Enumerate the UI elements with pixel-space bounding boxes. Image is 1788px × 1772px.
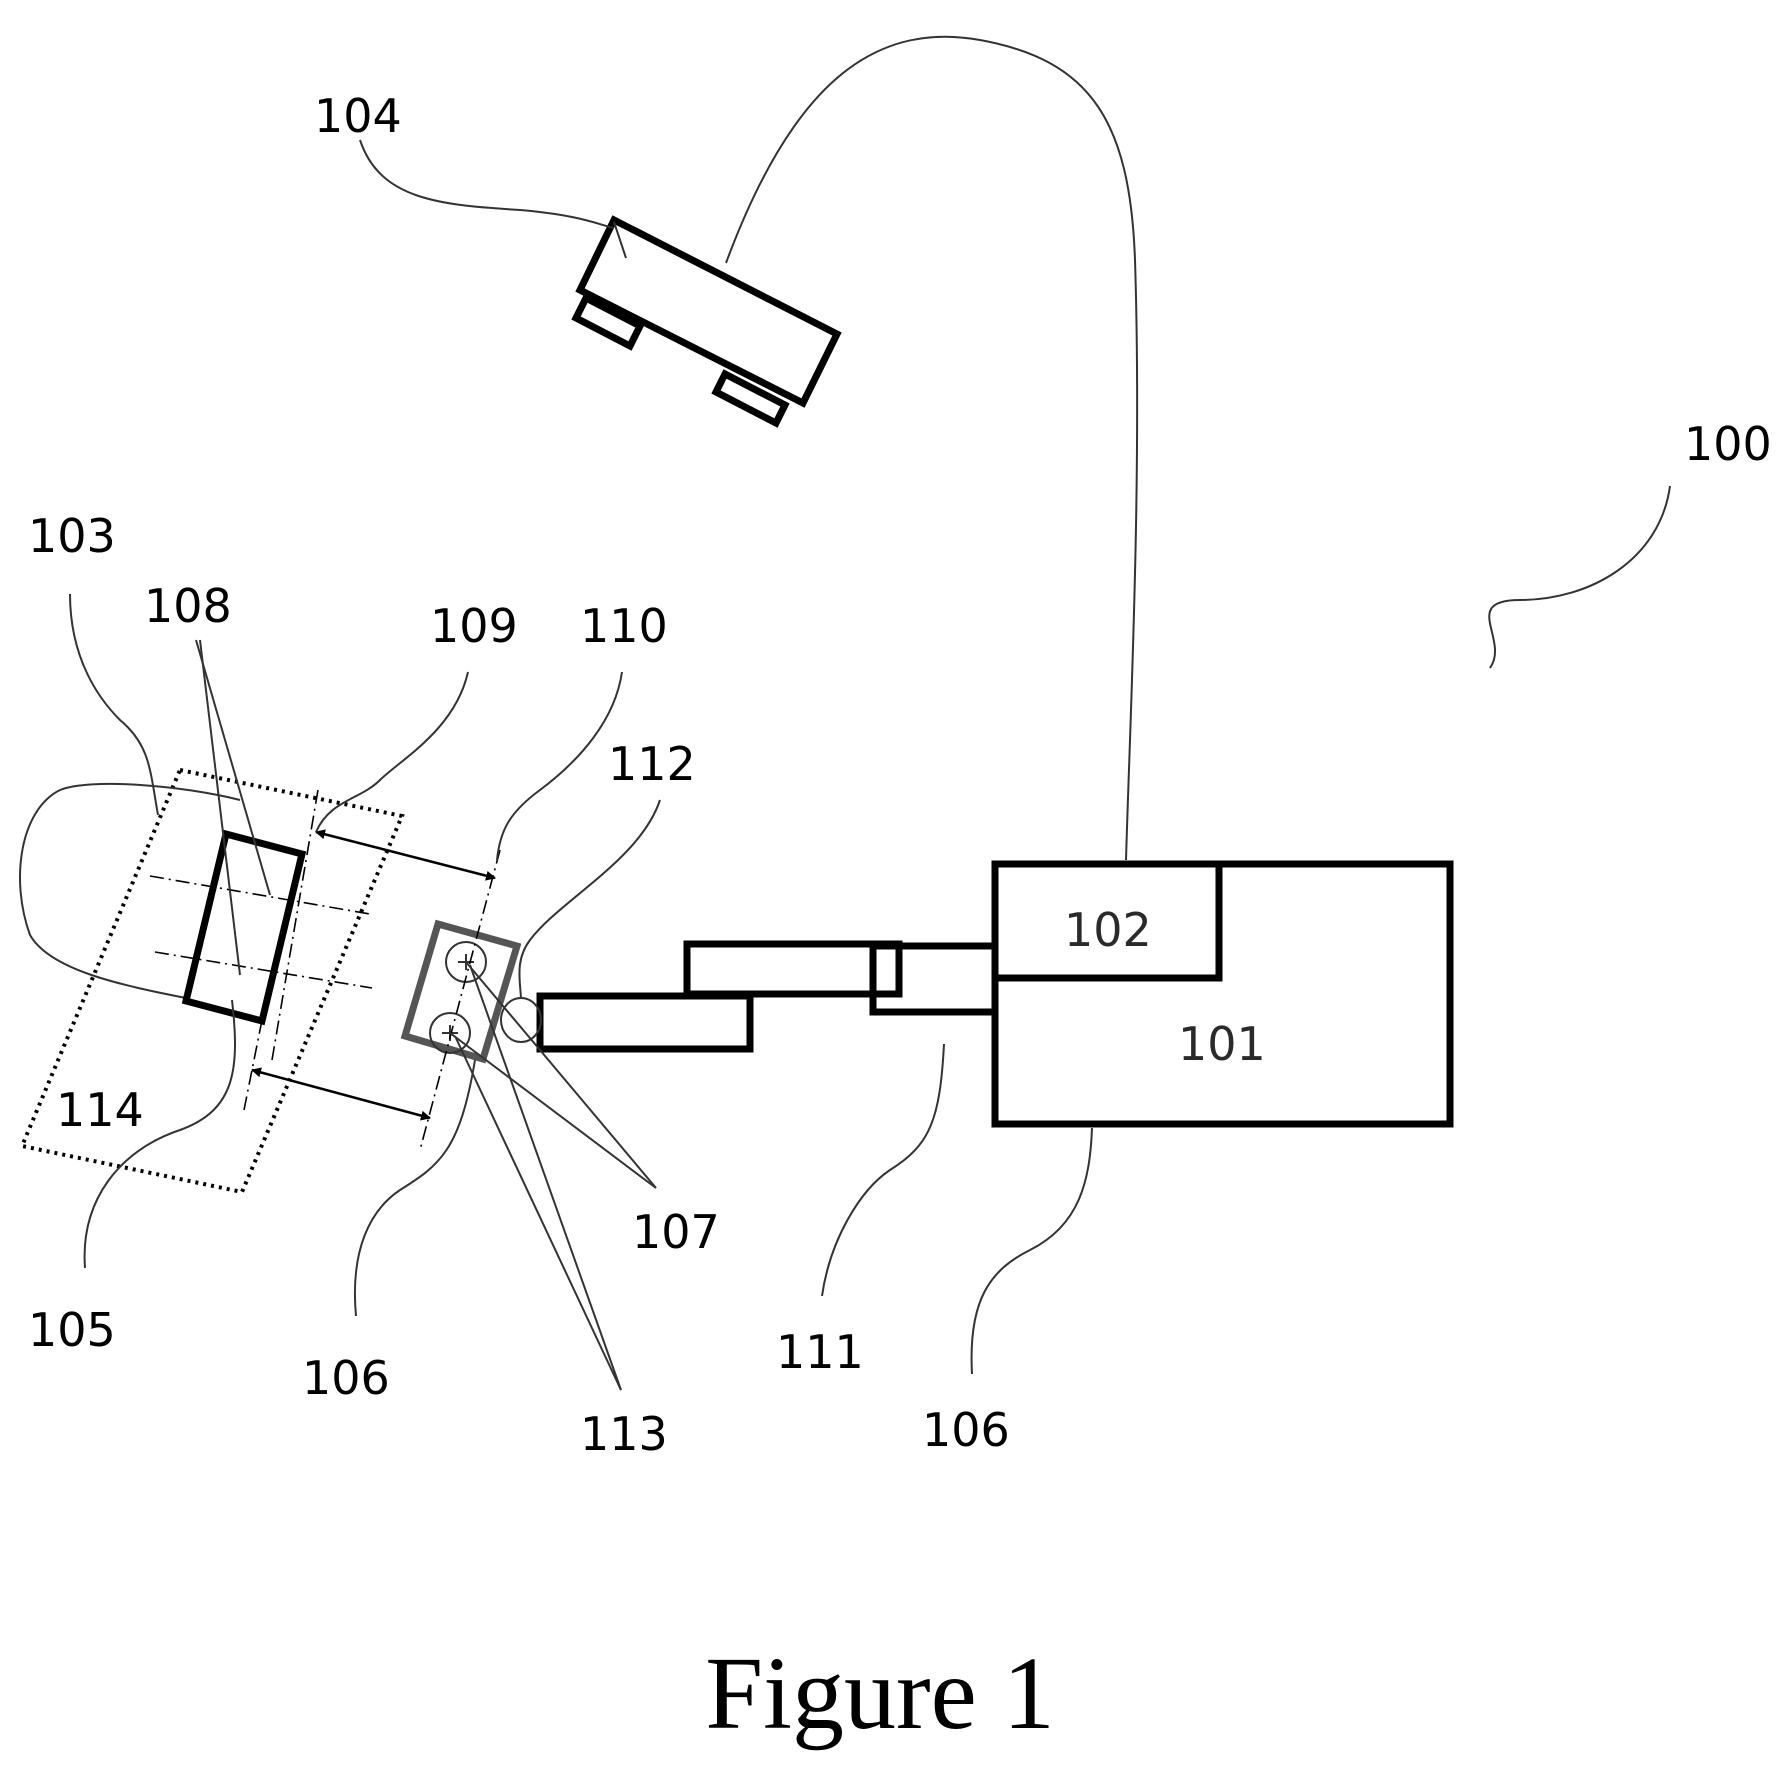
label-103: 103 [28, 509, 116, 563]
target-105 [186, 834, 302, 1021]
probe-110 [405, 924, 517, 1059]
label-106-right: 106 [922, 1403, 1010, 1457]
label-112: 112 [608, 737, 696, 791]
robot-arm [540, 944, 995, 1049]
label-113: 113 [580, 1407, 668, 1461]
label-104: 104 [314, 89, 402, 143]
distance-arrow-upper [316, 832, 495, 878]
label-106-left: 106 [302, 1351, 390, 1405]
label-109: 109 [430, 599, 518, 653]
label-111: 111 [776, 1325, 864, 1379]
label-114: 114 [56, 1083, 144, 1137]
label-100: 100 [1684, 417, 1772, 471]
label-108: 108 [144, 579, 232, 633]
label-102: 102 [1064, 903, 1152, 957]
label-105: 105 [28, 1303, 116, 1357]
label-101: 101 [1178, 1017, 1266, 1071]
label-110: 110 [580, 599, 668, 653]
figure-caption: Figure 1 [705, 1636, 1055, 1751]
end-effector-112 [501, 998, 541, 1042]
label-107: 107 [632, 1205, 720, 1259]
camera-cable [726, 37, 1137, 860]
camera-104 [576, 220, 837, 423]
